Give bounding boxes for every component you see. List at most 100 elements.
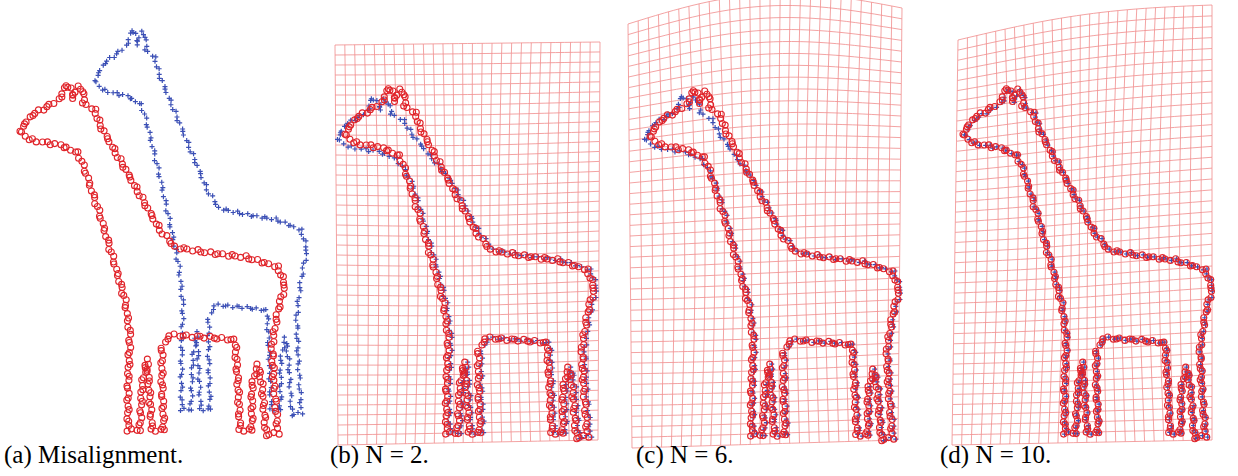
source-point [125,403,131,409]
target-point [254,213,259,218]
source-point [23,119,29,125]
target-point [190,393,195,398]
source-point [172,243,178,249]
deformation-grid-line [414,44,419,443]
deformation-grid-line [499,43,502,442]
source-point [220,251,226,257]
source-point [235,362,241,368]
source-point [225,337,231,343]
deformation-grid-line [630,246,900,258]
target-point [163,208,168,213]
target-point [288,404,293,409]
target-point [207,325,212,330]
source-point [759,198,765,204]
target-point [277,371,282,376]
target-point [178,279,183,284]
target-point [120,92,125,97]
source-point [421,131,427,137]
source-point [586,301,592,307]
target-point [300,411,305,416]
source-point [390,150,396,156]
source-point [583,401,589,407]
source-point [40,139,46,145]
source-point [417,216,423,222]
source-point [707,96,713,102]
target-point [148,135,153,140]
source-point [144,356,150,362]
deformation-grid-line [658,15,663,447]
target-point [278,220,283,225]
deformation-grid-line [778,0,780,444]
source-point [356,113,362,119]
source-point [454,425,460,431]
target-point [160,78,165,83]
deformation-grid-line [631,332,899,342]
source-point [562,376,568,382]
source-point [160,352,166,358]
target-point [97,68,102,73]
target-point [297,285,302,290]
target-point [180,311,185,316]
source-point [158,426,164,432]
source-point [374,104,380,110]
source-point [570,390,576,396]
source-point [572,415,578,421]
target-point [341,141,346,146]
source-point [122,302,128,308]
target-point [145,49,150,54]
source-point [270,353,276,359]
source-point [479,342,485,348]
source-point [159,372,165,378]
source-point [549,423,555,429]
source-point [679,106,685,112]
deformation-grid-line [336,151,600,155]
source-point [544,345,550,351]
deformation-grid-line [336,231,599,236]
target-point [103,61,108,66]
deformation-grid-line [709,2,715,446]
source-point [51,101,57,107]
source-point [537,340,543,346]
source-point [443,314,449,320]
source-point [462,359,468,365]
target-point [181,133,186,138]
source-point [106,139,112,145]
deformation-grid-line [699,4,705,446]
target-point [160,188,165,193]
target-point [421,146,426,151]
target-point [299,232,304,237]
deformation-grid-line [481,43,482,442]
source-point [161,418,167,424]
source-point [572,403,578,409]
target-point [175,118,180,123]
deformation-grid-line [508,43,512,442]
source-point [189,334,195,340]
deformation-grid-line [336,171,599,176]
deformation-grid-line [337,271,599,276]
target-point [198,399,203,404]
source-point [237,407,243,413]
target-point [157,66,162,71]
deformation-grid-line [537,43,541,441]
target-point [174,109,179,114]
target-point [180,367,185,372]
deformation-grid-line [631,321,899,331]
source-point [123,166,129,172]
source-point [235,387,241,393]
target-point [178,359,183,364]
target-point [210,193,215,198]
source-point [262,400,268,406]
source-point [58,142,64,148]
target-point [195,163,200,168]
target-point [133,31,138,36]
source-point [249,257,255,263]
source-point [547,390,553,396]
target-point [296,227,301,232]
source-point [561,388,567,394]
target-point [170,230,175,235]
source-point [375,144,381,150]
deformation-grid-line [364,45,368,445]
deformation-grid-line [630,235,900,247]
target-point [298,376,303,381]
target-point [157,165,162,170]
